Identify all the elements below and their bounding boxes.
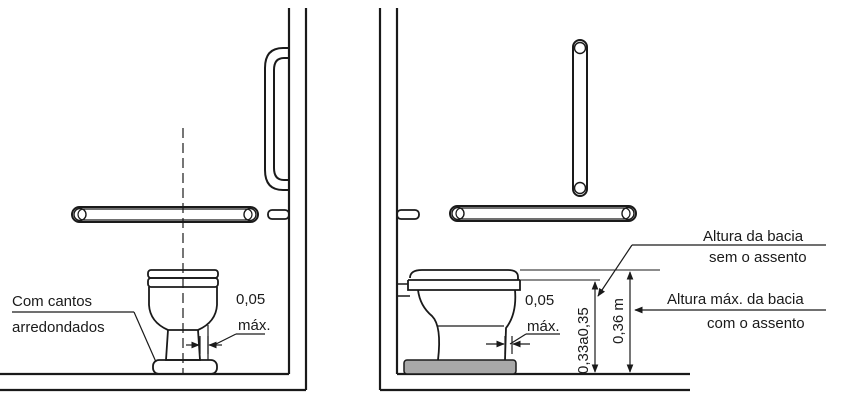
toilet-side-view: [396, 269, 521, 375]
left-gap-max: máx.: [238, 317, 271, 334]
label-bowl-height-line1: Altura da bacia: [703, 228, 804, 245]
label-corners-line1: Com cantos: [12, 293, 92, 310]
right-gap-max: máx.: [527, 318, 560, 335]
wall-bar-stub: [267, 209, 290, 220]
bowl-height-dimension: 0,33a0,35: [575, 281, 599, 374]
left-gap-value: 0,05: [236, 291, 265, 308]
label-bowl-max-line2: com o assento: [707, 315, 805, 332]
left-view: Com cantos arredondados 0,05 máx.: [0, 8, 308, 392]
horizontal-grab-bar: [71, 206, 259, 223]
callout-bowl-max-height: Altura máx. da bacia com o assento: [634, 291, 826, 332]
left-gap-annotation: 0,05 máx.: [186, 291, 271, 354]
max-height-dimension: 0,36 m: [610, 271, 634, 373]
right-view: 0,05 máx. 0,33a0,35 0,36 m Altura da bac…: [378, 8, 826, 392]
horizontal-grab-bar-right: [449, 205, 637, 222]
floor-base: [403, 359, 517, 375]
vertical-grab-bar-right: [572, 39, 588, 197]
label-bowl-height-line2: sem o assento: [709, 249, 807, 266]
corners-annotation: Com cantos arredondados: [12, 293, 157, 363]
right-gap-annotation: 0,05 máx.: [486, 292, 560, 354]
right-gap-value: 0,05: [525, 292, 554, 309]
vertical-grab-bar: [264, 47, 289, 191]
height-range-label: 0,33a0,35: [575, 307, 592, 374]
callout-bowl-height: Altura da bacia sem o assento: [597, 228, 826, 297]
height-max-label: 0,36 m: [610, 298, 627, 344]
wall-bar-stub-right: [396, 209, 420, 220]
label-bowl-max-line1: Altura máx. da bacia: [667, 291, 804, 308]
label-corners-line2: arredondados: [12, 319, 105, 336]
